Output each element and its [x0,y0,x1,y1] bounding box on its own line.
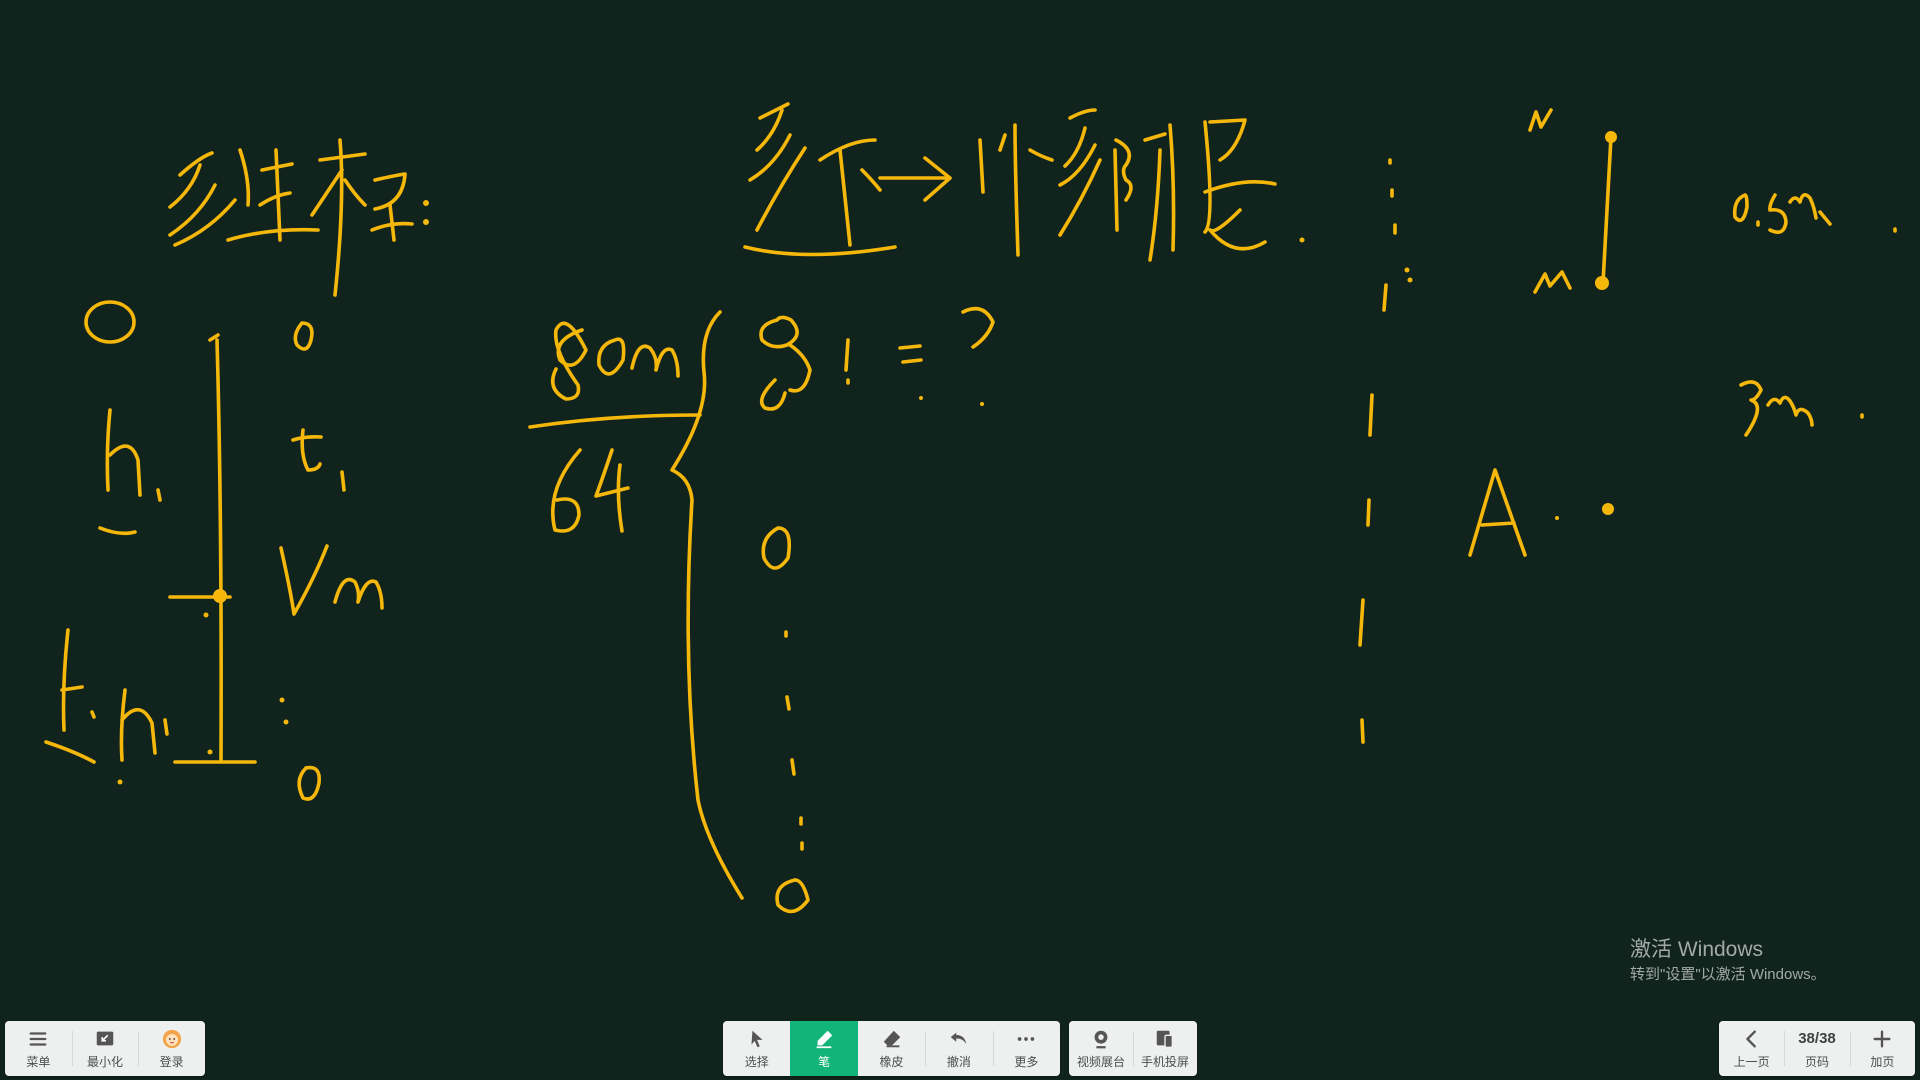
phone-cast-icon [1153,1028,1177,1050]
phone-cast-label: 手机投屏 [1140,1054,1189,1069]
ink-heading-left [168,138,429,297]
login-label: 登录 [159,1054,184,1069]
undo-button[interactable]: 撤消 [925,1021,992,1076]
page-number-button[interactable]: 38/38 页码 [1784,1021,1849,1076]
hamburger-icon [26,1028,50,1050]
eraser-tool-button[interactable]: 橡皮 [858,1021,925,1076]
login-button[interactable]: 登录 [138,1021,205,1076]
camera-label: 视频展台 [1076,1054,1125,1069]
select-tool-button[interactable]: 选择 [723,1021,790,1076]
minimize-label: 最小化 [87,1054,124,1069]
ink-diagram-left [44,300,384,801]
media-toolbar: 视频展台 手机投屏 [1069,1021,1197,1076]
left-toolbar: 菜单 最小化 登录 [5,1021,205,1076]
plus-icon [1870,1028,1894,1050]
page-label: 页码 [1804,1054,1829,1069]
cursor-arrow-icon [745,1028,769,1050]
select-label: 选择 [744,1054,769,1069]
ink-right-diagram [1358,108,1897,744]
pen-icon [812,1028,836,1050]
minimize-button[interactable]: 最小化 [71,1021,139,1076]
eraser-icon [880,1028,904,1050]
windows-activation-watermark: 激活 Windows 转到"设置"以激活 Windows。 [1630,937,1826,985]
add-page-label: 加页 [1870,1054,1895,1069]
prev-page-button[interactable]: 上一页 [1719,1021,1784,1076]
drawing-tools-toolbar: 选择 笔 橡皮 撤消 更多 [723,1021,1060,1076]
menu-label: 菜单 [26,1054,51,1069]
pagination-toolbar: 上一页 38/38 页码 加页 [1719,1021,1915,1076]
pen-label: 笔 [818,1054,831,1069]
add-page-button[interactable]: 加页 [1849,1021,1915,1076]
ink-heading-center [743,102,1305,262]
menu-button[interactable]: 菜单 [5,1021,72,1076]
more-label: 更多 [1014,1054,1039,1069]
watermark-title: 激活 Windows [1630,938,1764,961]
undo-label: 撤消 [946,1054,971,1069]
minimize-window-icon [93,1028,117,1050]
avatar-icon [160,1028,184,1050]
prev-page-label: 上一页 [1733,1054,1770,1069]
more-button[interactable]: 更多 [992,1021,1060,1076]
page-indicator: 38/38 [1798,1029,1836,1047]
camera-button[interactable]: 视频展台 [1069,1021,1133,1076]
ink-center-marks [759,306,995,914]
undo-icon [947,1028,971,1050]
phone-cast-button[interactable]: 手机投屏 [1133,1021,1197,1076]
more-dots-icon [1014,1028,1038,1050]
ink-fraction [528,310,744,900]
eraser-label: 橡皮 [879,1054,904,1069]
chevron-left-icon [1740,1028,1764,1050]
watermark-subtitle: 转到"设置"以激活 Windows。 [1630,966,1826,983]
camera-icon [1089,1028,1113,1050]
pen-tool-button[interactable]: 笔 [790,1021,858,1076]
